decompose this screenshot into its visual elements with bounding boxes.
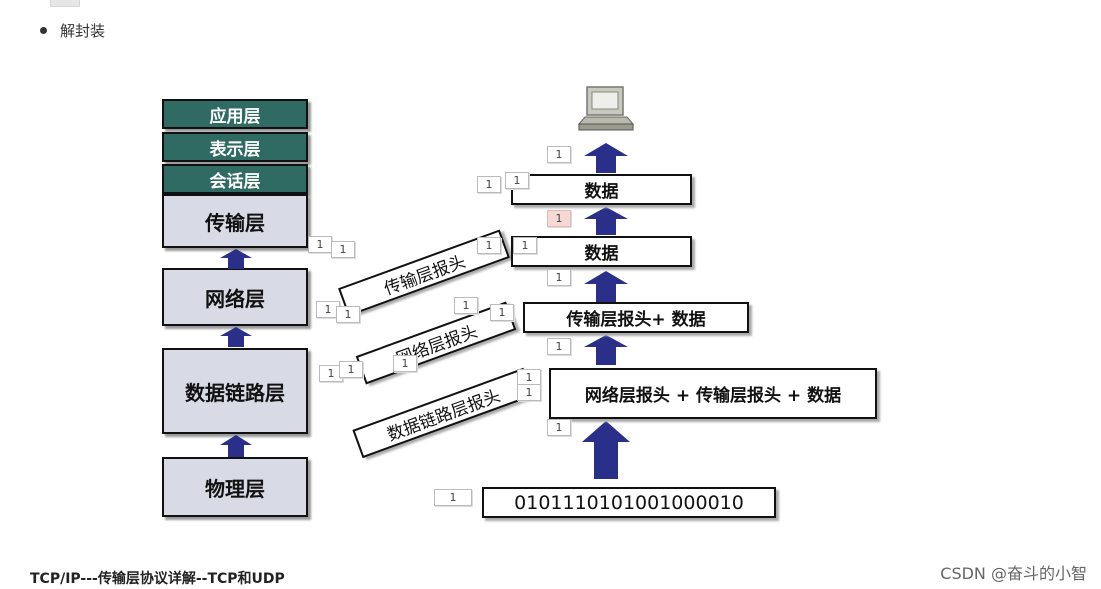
layer-network: 网络层	[162, 268, 308, 326]
layer-application: 应用层	[162, 99, 308, 129]
up-arrow-icon	[220, 249, 252, 269]
comment-badge[interactable]: 1	[477, 237, 501, 254]
comment-badge[interactable]: 1	[393, 355, 417, 372]
comment-badge[interactable]: 1	[547, 146, 571, 163]
bits-label: 0101110101001000010	[514, 491, 744, 514]
layer-session: 会话层	[162, 164, 308, 194]
slant-transport-label: 传输层报头	[381, 251, 469, 300]
comment-badge[interactable]: 1	[454, 297, 478, 314]
up-arrow-icon	[584, 143, 628, 173]
layer-datalink-label: 数据链路层	[185, 380, 285, 405]
layer-presentation: 表示层	[162, 132, 308, 162]
comment-badge[interactable]: 1	[547, 338, 571, 355]
top-tab	[50, 0, 80, 7]
up-arrow-icon	[584, 271, 628, 303]
up-arrow-icon	[220, 327, 252, 347]
bullet-icon	[40, 27, 47, 34]
network-transport-data-label: 网络层报头 + 传输层报头 + 数据	[584, 386, 842, 406]
article-title-link[interactable]: TCP/IP---传输层协议详解--TCP和UDP	[30, 571, 285, 587]
data-mid-label: 数据	[584, 244, 619, 264]
layer-network-label: 网络层	[205, 286, 265, 311]
comment-badge[interactable]: 1	[477, 176, 501, 193]
transport-data-label: 传输层报头+ 数据	[566, 310, 706, 330]
comment-badge[interactable]: 1	[336, 306, 360, 323]
comment-badge[interactable]: 1	[339, 361, 363, 378]
layer-physical-label: 物理层	[205, 476, 265, 501]
layer-physical: 物理层	[162, 457, 308, 517]
comment-badge[interactable]: 1	[434, 489, 472, 506]
data-box-top: 数据	[511, 174, 692, 205]
comment-badge[interactable]: 1	[547, 419, 571, 436]
slant-datalink-label: 数据链路层报头	[384, 385, 504, 446]
layer-session-label: 会话层	[209, 171, 261, 192]
bits-box: 0101110101001000010	[482, 487, 776, 518]
comment-badge[interactable]: 1	[547, 210, 571, 227]
slant-datalink-header: 数据链路层报头	[352, 367, 534, 459]
transport-data-box: 传输层报头+ 数据	[523, 302, 749, 333]
layer-transport-label: 传输层	[205, 210, 265, 235]
section-bullet-text: 解封装	[60, 22, 106, 40]
layer-presentation-label: 表示层	[209, 139, 261, 160]
layer-transport: 传输层	[162, 194, 308, 248]
watermark: CSDN @奋斗的小智	[940, 564, 1087, 583]
up-arrow-icon	[582, 421, 630, 479]
layer-datalink: 数据链路层	[162, 348, 308, 434]
up-arrow-icon	[584, 335, 628, 365]
data-top-label: 数据	[584, 182, 619, 202]
up-arrow-icon	[220, 435, 252, 457]
data-box-mid: 数据	[511, 236, 692, 267]
comment-badge[interactable]: 1	[547, 269, 571, 286]
up-arrow-icon	[584, 207, 628, 235]
comment-badge[interactable]: 1	[505, 172, 529, 189]
comment-badge[interactable]: 1	[517, 384, 541, 401]
computer-icon	[577, 86, 635, 131]
comment-badge[interactable]: 1	[490, 304, 514, 321]
comment-badge[interactable]: 1	[513, 237, 537, 254]
comment-badge[interactable]: 1	[331, 241, 355, 258]
layer-application-label: 应用层	[209, 106, 261, 127]
comment-badge[interactable]: 1	[308, 236, 332, 253]
network-transport-data-box: 网络层报头 + 传输层报头 + 数据	[549, 368, 877, 419]
